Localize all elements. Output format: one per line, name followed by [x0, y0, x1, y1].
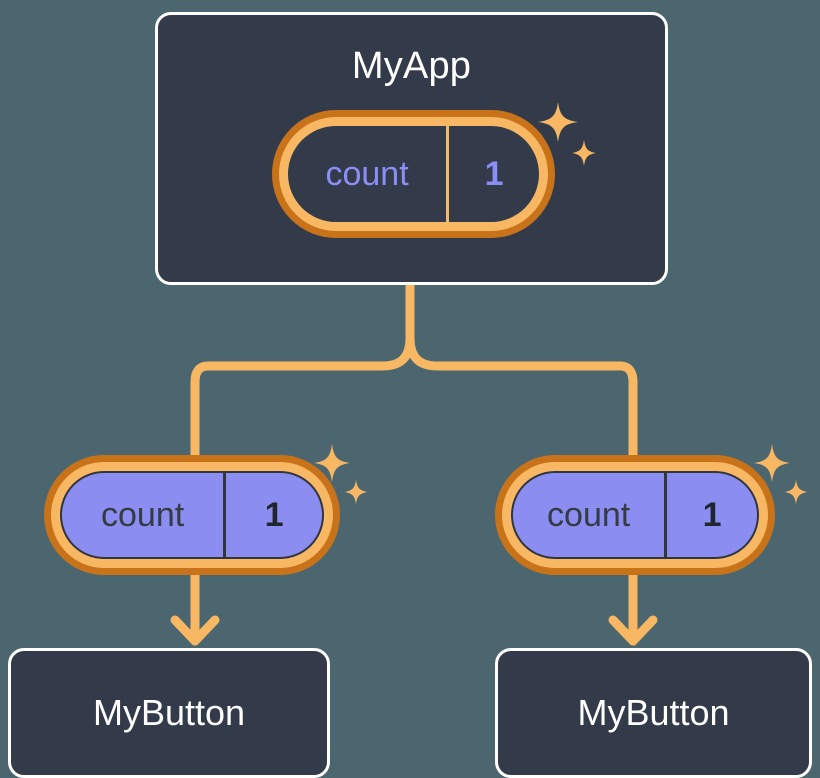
node-mybutton-label: MyButton	[577, 692, 730, 733]
state-pill-ring: count 1	[279, 117, 548, 231]
connector-to-left-state	[190, 333, 415, 460]
state-key: count	[547, 496, 631, 534]
connector-to-right-state	[405, 333, 638, 460]
state-pill-ring: count 1	[502, 462, 768, 568]
state-value: 1	[446, 126, 539, 222]
state-value: 1	[664, 473, 757, 557]
state-pill-ring: count 1	[51, 462, 333, 568]
node-mybutton-left[interactable]: MyButton	[8, 648, 330, 778]
sparkle-icon	[785, 480, 807, 504]
state-pill-right[interactable]: count 1	[495, 455, 775, 575]
state-key: count	[101, 496, 185, 534]
node-myapp-title: MyApp	[351, 45, 472, 87]
state-pill-body: count 1	[288, 126, 539, 222]
node-mybutton-label: MyButton	[92, 692, 246, 733]
node-mybutton-right[interactable]: MyButton	[495, 648, 812, 778]
state-key: count	[325, 155, 409, 193]
state-pill-body: count 1	[511, 471, 759, 559]
state-pill-myapp[interactable]: count 1	[272, 110, 555, 238]
arrow-head-left	[170, 615, 220, 646]
state-pill-body: count 1	[60, 471, 324, 559]
state-value: 1	[223, 473, 322, 557]
arrow-head-right	[608, 615, 658, 646]
state-pill-left[interactable]: count 1	[44, 455, 340, 575]
sparkle-icon	[345, 480, 367, 504]
